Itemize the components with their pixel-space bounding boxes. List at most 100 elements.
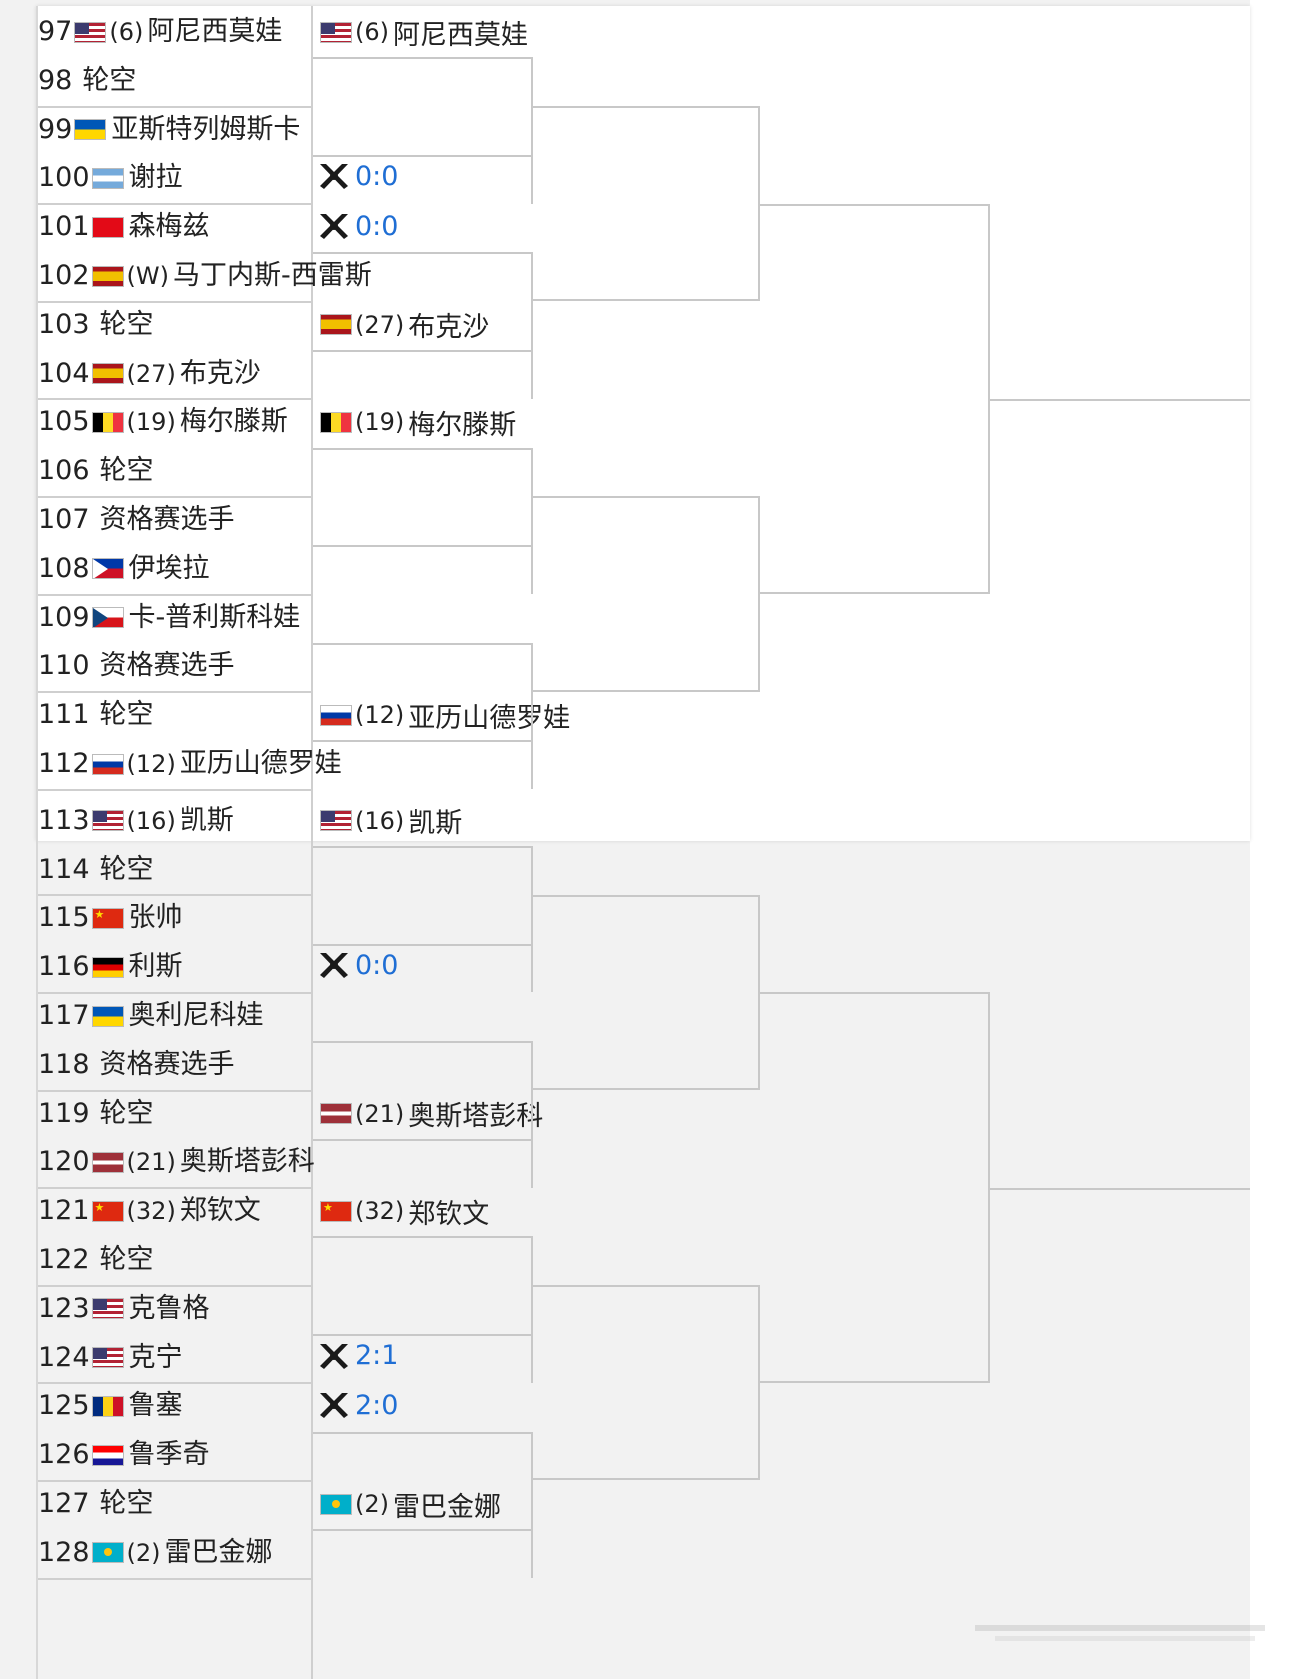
player-name: 凯斯: [408, 808, 463, 840]
round1-match-divider: [38, 1089, 311, 1092]
seed-number: 115: [38, 902, 90, 934]
player-name: 雷巴金娜: [393, 1491, 501, 1523]
seed-number: 97: [38, 16, 73, 47]
flag-ru-icon: [91, 753, 124, 775]
player-name: 郑钦文: [408, 1198, 490, 1230]
round2-vertical: [531, 252, 533, 351]
round2-connector: [313, 1138, 533, 1141]
player-name: 奥斯塔彭科: [408, 1101, 544, 1133]
crossed-swords-icon: [320, 164, 348, 190]
player-name: 轮空: [82, 64, 137, 96]
flag-us-icon: [74, 21, 107, 43]
crossed-swords-icon: [320, 953, 348, 979]
section-top-background: [0, 0, 1250, 845]
round2-player: (21)奥斯塔彭科: [318, 1089, 543, 1139]
player-name: 谢拉: [128, 162, 183, 194]
player-name: 马丁内斯-西雷斯: [173, 260, 372, 291]
player-name: 亚历山德罗娃: [408, 702, 571, 734]
match-score[interactable]: 0:0: [318, 151, 398, 201]
round2-match-bracket: [313, 1041, 533, 1188]
player-name: 轮空: [99, 1097, 154, 1129]
flag-us-icon: [320, 810, 352, 832]
round1-match-divider: [38, 398, 311, 401]
score-value: 0:0: [355, 160, 399, 192]
seed-number: 100: [38, 162, 90, 194]
round1-entry: 113(16)凯斯: [38, 796, 234, 846]
round2-player: (2)雷巴金娜: [318, 1479, 501, 1529]
player-seed: (W): [126, 262, 170, 290]
player-seed: (21): [355, 1099, 405, 1128]
flag-ro-icon: [91, 1395, 124, 1417]
player-seed: (16): [355, 806, 405, 835]
match-score[interactable]: 2:1: [318, 1331, 398, 1381]
flag-be-icon: [320, 411, 352, 433]
round1-column-divider: [311, 6, 313, 1679]
round2-match-bracket: [313, 642, 533, 790]
flag-es-icon: [320, 314, 352, 336]
flag-be-icon: [91, 411, 124, 433]
player-name: 亚斯特列姆斯卡: [111, 113, 301, 145]
player-seed: (21): [126, 1148, 176, 1177]
round1-entry: 120(21)奥斯塔彭科: [38, 1137, 315, 1187]
player-name: 布克沙: [408, 312, 490, 344]
round1-match-divider: [38, 203, 311, 206]
player-name: 梅尔滕斯: [179, 406, 288, 438]
crossed-swords-icon: [320, 1343, 348, 1369]
seed-number: 109: [38, 601, 90, 633]
player-seed: (19): [355, 408, 405, 437]
round1-match-divider: [38, 1480, 311, 1482]
round2-vertical: [531, 1236, 533, 1335]
player-name: 梅尔滕斯: [408, 409, 517, 441]
watermark-logo: [975, 1625, 1265, 1641]
seed-number: 99: [38, 113, 73, 145]
section-bottom-background: [0, 845, 1250, 1679]
match-score[interactable]: 0:0: [318, 201, 398, 251]
round1-entry: 99 亚斯特列姆斯卡: [38, 105, 300, 155]
round1-match-divider: [38, 1382, 311, 1385]
seed-number: 114: [38, 853, 90, 885]
seed-number: 118: [38, 1048, 90, 1080]
seed-number: 113: [38, 804, 90, 836]
round2-match-bracket: [313, 57, 533, 204]
flag-es-icon: [91, 363, 124, 385]
flag-lv-icon: [91, 1151, 124, 1173]
round2-player: (32)郑钦文: [318, 1186, 489, 1236]
match-score[interactable]: 2:0: [318, 1380, 398, 1430]
player-name: 布克沙: [179, 357, 261, 389]
round2-connector: [313, 1529, 533, 1532]
seed-number: 105: [38, 406, 90, 438]
seed-number: 128: [38, 1536, 90, 1568]
match-score[interactable]: 0:0: [318, 940, 398, 990]
player-name: 轮空: [99, 853, 154, 885]
flag-kz-icon: [320, 1493, 352, 1515]
round2-vertical: [531, 447, 533, 546]
seed-number: 127: [38, 1488, 90, 1519]
flag-ru-icon: [320, 704, 352, 726]
seed-number: 112: [38, 748, 90, 779]
seed-number: 102: [38, 260, 90, 291]
flag-us-icon: [91, 810, 124, 832]
round2-player: (27)布克沙: [318, 300, 489, 350]
flag-de-icon: [91, 956, 124, 978]
flag-hr-icon: [91, 1444, 124, 1466]
player-name: 郑钦文: [179, 1195, 261, 1227]
round2-connector: [313, 447, 533, 450]
round5-connector: [990, 398, 1250, 401]
seed-number: 106: [38, 455, 90, 487]
round1-entry: 105(19)梅尔滕斯: [38, 397, 288, 447]
round2-match-bracket: [313, 1431, 533, 1579]
player-name: 轮空: [99, 1244, 154, 1275]
player-seed: (6): [109, 18, 144, 46]
round1-entry: 102 (W)马丁内斯-西雷斯: [38, 251, 372, 301]
seed-number: 121: [38, 1195, 90, 1227]
player-name: 利斯: [128, 951, 183, 983]
